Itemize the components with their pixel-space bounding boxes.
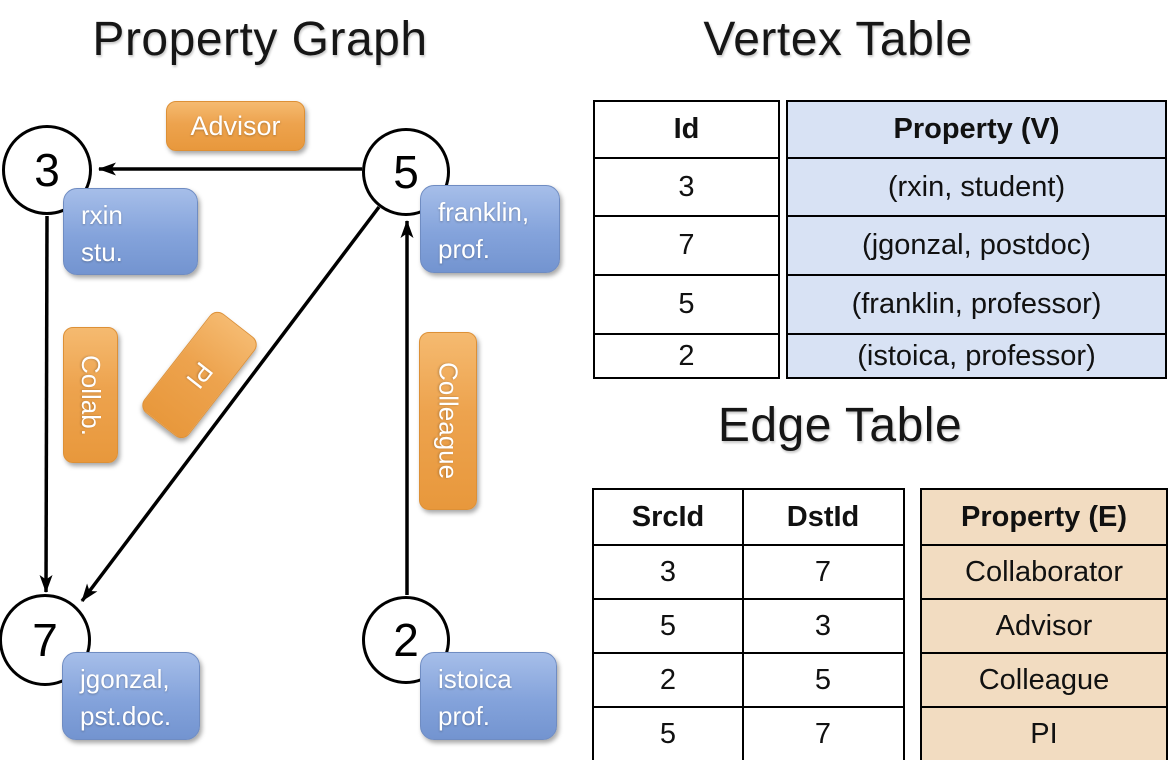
edge-table-src-cell: 5 <box>659 609 677 642</box>
vertex-property-line: franklin, <box>438 197 530 227</box>
vertex-table-header-id: Id <box>673 113 700 145</box>
vertex-table-id-cell: 3 <box>595 157 778 215</box>
edge-label-pi: PI <box>138 307 261 443</box>
vertex-property-box-rxin: rxin stu. <box>63 188 198 275</box>
vertex-table-id-column: Id 3 7 5 2 <box>593 100 780 379</box>
vertex-property-line: prof. <box>438 701 491 731</box>
edge-table-property-column: Property (E) Collaborator Advisor Collea… <box>920 488 1168 760</box>
edge-table-property-cell: Advisor <box>922 598 1166 652</box>
vertex-table-property-cell: (istoica, professor) <box>788 333 1165 377</box>
edge-label-collab: Collab. <box>63 327 118 463</box>
edge-table-header-dstid: DstId <box>742 490 902 544</box>
edge-table-src-cell: 3 <box>659 555 677 588</box>
edge-table-header-property: Property (E) <box>922 490 1166 544</box>
vertex-property-line: stu. <box>81 237 123 267</box>
vertex-table-header-property: Property (V) <box>788 102 1165 157</box>
vertex-table-title: Vertex Table <box>703 13 973 66</box>
edge-label-advisor-text: Advisor <box>190 110 281 141</box>
edge-table-row: 2 5 <box>594 652 903 706</box>
vertex-property-line: rxin <box>81 200 123 230</box>
edge-label-pi-text: PI <box>180 356 220 395</box>
vertex-property-line: prof. <box>438 234 491 264</box>
vertex-table-property-cell: (franklin, professor) <box>788 274 1165 333</box>
edge-table-header-srcid: SrcId <box>631 500 705 533</box>
edge-label-collab-text: Collab. <box>76 354 106 436</box>
edge-table-id-columns: SrcId DstId 3 7 5 3 2 5 5 7 <box>592 488 905 760</box>
edge-table-src-cell: 2 <box>659 663 677 696</box>
property-graph-title: Property Graph <box>92 13 428 66</box>
edge-table-row: 5 3 <box>594 598 903 652</box>
vertex-property-box-franklin: franklin, prof. <box>420 185 560 273</box>
vertex-property-line: jgonzal, <box>80 664 170 694</box>
graph-node-2-id: 2 <box>393 614 419 666</box>
edge-label-colleague: Colleague <box>419 332 477 510</box>
edge-table-property-cell: Colleague <box>922 652 1166 706</box>
graph-node-7-id: 7 <box>32 614 58 666</box>
vertex-table-property-column: Property (V) (rxin, student) (jgonzal, p… <box>786 100 1167 379</box>
edge-table-row: 5 7 <box>594 706 903 760</box>
edge-table-dst-cell: 3 <box>742 600 902 652</box>
edge-table-dst-cell: 7 <box>742 708 902 760</box>
edge-table-property-cell: PI <box>922 706 1166 760</box>
edge-table-property-cell: Collaborator <box>922 544 1166 598</box>
graph-node-3: 3 <box>2 125 92 215</box>
vertex-table-id-cell: 7 <box>595 215 778 274</box>
vertex-property-box-jgonzal: jgonzal, pst.doc. <box>62 652 200 740</box>
vertex-table-property-cell: (rxin, student) <box>788 157 1165 215</box>
edge-table-row: 3 7 <box>594 544 903 598</box>
vertex-property-line: istoica <box>438 664 512 694</box>
vertex-property-box-istoica: istoica prof. <box>420 652 557 740</box>
graph-node-3-id: 3 <box>34 144 60 196</box>
edge-table-title: Edge Table <box>717 399 963 452</box>
edge-table-dst-cell: 7 <box>742 546 902 598</box>
graph-node-5-id: 5 <box>393 146 419 198</box>
edge-table-src-cell: 5 <box>659 717 677 750</box>
edge-3-to-7-collab-arrow <box>39 215 53 593</box>
vertex-table-property-cell: (jgonzal, postdoc) <box>788 215 1165 274</box>
edge-table-dst-cell: 5 <box>742 654 902 706</box>
edge-label-colleague-text: Colleague <box>433 362 464 480</box>
vertex-table-id-cell: 5 <box>595 274 778 333</box>
vertex-property-line: pst.doc. <box>80 701 172 731</box>
edge-table-header-row: SrcId DstId <box>594 490 903 544</box>
edge-label-advisor: Advisor <box>166 101 305 151</box>
vertex-table-id-cell: 2 <box>595 333 778 377</box>
